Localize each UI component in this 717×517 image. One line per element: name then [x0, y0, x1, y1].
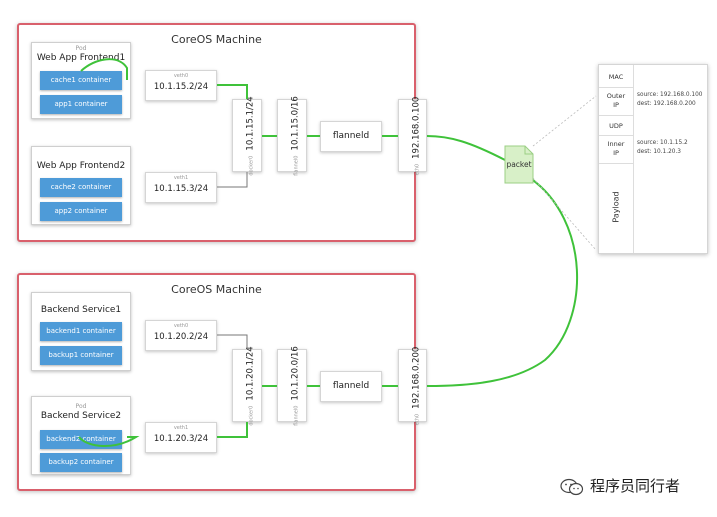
field-inner-ip-1: Inner	[607, 140, 625, 148]
packet-fold	[524, 146, 533, 155]
inner-ip-dest: dest: 10.1.20.3	[637, 149, 681, 155]
field-outer-ip-1: Outer	[606, 92, 626, 100]
inner-ip-source: source: 10.1.15.2	[637, 140, 688, 146]
packet-structure: MAC Outer IP source: 192.168.0.100 dest:…	[598, 64, 708, 254]
container-app2[interactable]: app2 container	[40, 202, 122, 221]
link-packet-eth0-m2	[426, 177, 578, 387]
outer-ip-source: source: 192.168.0.100	[637, 92, 703, 98]
veth0-box[interactable]: veth0 10.1.20.2/24	[145, 320, 217, 351]
link-veth0-docker0	[217, 84, 248, 99]
packet-shape[interactable]	[504, 145, 534, 184]
veth-address: 10.1.15.3/24	[153, 184, 209, 194]
veth-address: 10.1.20.3/24	[153, 434, 209, 444]
field-inner-ip-2: IP	[613, 149, 619, 157]
veth1-box[interactable]: veth1 10.1.15.3/24	[145, 172, 217, 203]
flanneld-box[interactable]: flanneld	[320, 121, 382, 152]
veth-address: 10.1.15.2/24	[153, 82, 209, 92]
pod-label: Pod	[75, 45, 87, 52]
link-veth1-docker0	[217, 172, 248, 188]
watermark-text: 程序员同行者	[590, 477, 681, 495]
watermark: 程序员同行者	[560, 475, 680, 496]
container-backup1[interactable]: backup1 container	[40, 346, 122, 365]
packet-label: packet	[506, 160, 531, 169]
veth-label: veth1	[173, 175, 189, 181]
field-outer-ip-2: IP	[613, 101, 619, 109]
pod-web-app-frontend2[interactable]: Web App Frontend2 cache2 container app2 …	[31, 146, 131, 225]
eth0-box[interactable]: eth0 192.168.0.200	[398, 346, 427, 425]
link-veth1-docker0-m2	[217, 422, 248, 438]
pod-name: Backend Service2	[40, 411, 122, 421]
veth-label: veth0	[173, 73, 189, 79]
docker0-box[interactable]: docker0 10.1.20.1/24	[232, 346, 262, 425]
pod-name: Backend Service1	[40, 305, 122, 315]
veth0-box[interactable]: veth0 10.1.15.2/24	[145, 70, 217, 101]
link-backend2-veth1	[78, 436, 140, 447]
link-veth0-docker0-m2	[217, 334, 248, 349]
machine-title: CoreOS Machine	[171, 283, 262, 296]
machine-title: CoreOS Machine	[171, 33, 262, 46]
eth0-box[interactable]: eth0 192.168.0.100	[398, 96, 427, 175]
pod-name: Web App Frontend1	[36, 53, 126, 63]
wechat-icon	[560, 478, 584, 495]
veth-label: veth1	[173, 425, 189, 431]
field-mac: MAC	[608, 73, 624, 81]
container-backup2[interactable]: backup2 container	[40, 453, 122, 472]
veth1-box[interactable]: veth1 10.1.20.3/24	[145, 422, 217, 453]
container-backend1[interactable]: backend1 container	[40, 322, 122, 341]
flannel0-box[interactable]: flannel0 10.1.15.0/16	[277, 96, 307, 175]
container-cache2[interactable]: cache2 container	[40, 178, 122, 197]
pod-backend-service1[interactable]: Backend Service1 backend1 container back…	[31, 292, 131, 371]
pod-web-app-frontend1[interactable]: Pod Web App Frontend1 cache1 container a…	[31, 42, 131, 119]
link-cache1-veth0	[80, 58, 128, 80]
veth-address: 10.1.20.2/24	[153, 332, 209, 342]
veth-label: veth0	[173, 323, 189, 329]
flanneld-box[interactable]: flanneld	[320, 371, 382, 402]
container-app1[interactable]: app1 container	[40, 95, 122, 114]
packet-pointer	[532, 95, 597, 147]
packet-field-column	[599, 65, 634, 253]
pod-name: Web App Frontend2	[36, 161, 126, 171]
docker0-box[interactable]: docker0 10.1.15.1/24	[232, 96, 262, 175]
field-payload: Payload	[611, 191, 621, 223]
link-eth0-packet	[426, 135, 506, 161]
pod-label: Pod	[75, 403, 87, 410]
field-udp: UDP	[609, 122, 623, 130]
container-cache1[interactable]: cache1 container	[40, 71, 122, 90]
outer-ip-dest: dest: 192.168.0.200	[637, 101, 696, 107]
flannel0-box[interactable]: flannel0 10.1.20.0/16	[277, 346, 307, 425]
